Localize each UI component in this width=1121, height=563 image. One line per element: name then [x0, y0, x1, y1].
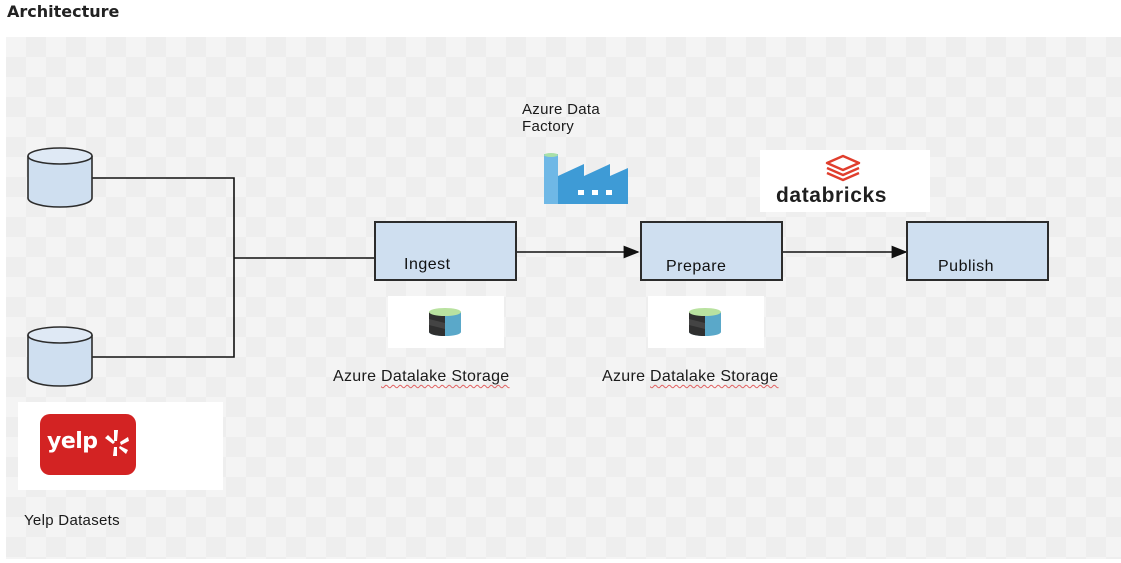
stage-ingest: Ingest [374, 221, 517, 281]
storage-label: Azure Datalake Storage [333, 368, 510, 385]
yelp-logo-text: yelp [47, 429, 98, 454]
source-label: Yelp Datasets [24, 512, 120, 529]
page-title: Architecture [7, 2, 120, 21]
azure-data-factory-icon [544, 153, 628, 204]
stage-prepare: Prepare [640, 221, 783, 281]
adf-label: Azure Data Factory [522, 101, 601, 135]
database-icon [27, 147, 93, 208]
datalake-storage-icon [689, 308, 721, 336]
yelp-logo: yelp [40, 414, 136, 475]
connector-bottom-db [92, 258, 235, 358]
databricks-wordmark: databricks [776, 184, 888, 207]
databricks-icon [825, 154, 861, 182]
database-icon [27, 326, 93, 387]
databricks-tile [760, 150, 930, 212]
storage-label: Azure Datalake Storage [602, 368, 779, 385]
stage-label: Publish [938, 258, 994, 275]
storage-label-text: Datalake Storage [650, 368, 779, 385]
stage-label: Prepare [666, 258, 727, 275]
yelp-burst-icon [105, 430, 129, 456]
stage-label: Ingest [404, 256, 451, 273]
connector-top-db [92, 177, 235, 258]
storage-label-text: Datalake Storage [381, 368, 510, 385]
datalake-storage-icon [429, 308, 461, 336]
stage-publish: Publish [906, 221, 1049, 281]
